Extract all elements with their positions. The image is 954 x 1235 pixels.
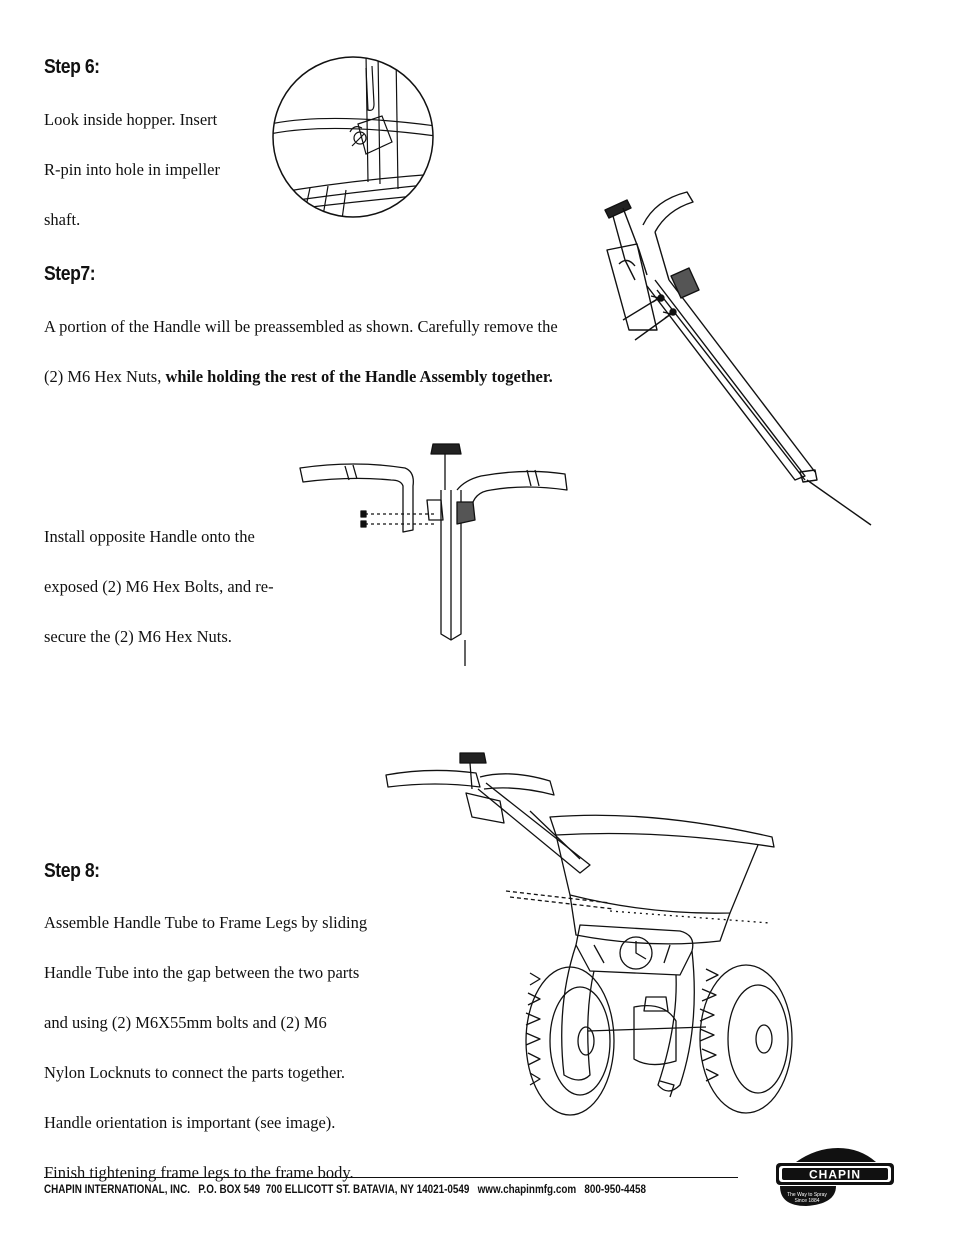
step8-heading: Step 8:	[44, 860, 100, 882]
svg-text:Since 1884: Since 1884	[794, 1198, 819, 1204]
preassembled-handle-illustration	[604, 191, 872, 526]
step7-line2-bold: while holding the rest of the Handle Ass…	[165, 367, 553, 386]
step8-line: Handle orientation is important (see ima…	[44, 1113, 336, 1132]
footer-contact: CHAPIN INTERNATIONAL, INC. P.O. BOX 549 …	[44, 1184, 646, 1196]
step6-line: R-pin into hole in impeller	[44, 160, 220, 179]
step6-line: Look inside hopper. Insert	[44, 110, 218, 129]
step7b-line: Install opposite Handle onto the	[44, 527, 255, 546]
step7-line: A portion of the Handle will be preassem…	[44, 317, 558, 336]
step7b-text: Install opposite Handle onto the exposed…	[44, 499, 274, 674]
step6-text: Look inside hopper. Insert R-pin into ho…	[44, 82, 220, 257]
step7b-line: exposed (2) M6 Hex Bolts, and re-	[44, 577, 274, 596]
step8-line: Finish tightening frame legs to the fram…	[44, 1163, 354, 1182]
step8-line: and using (2) M6X55mm bolts and (2) M6	[44, 1013, 327, 1032]
svg-text:CHAPIN: CHAPIN	[809, 1168, 861, 1182]
step8-text: Assemble Handle Tube to Frame Legs by sl…	[44, 885, 367, 1210]
step7-text: A portion of the Handle will be preassem…	[44, 289, 558, 414]
step8-line: Assemble Handle Tube to Frame Legs by sl…	[44, 913, 368, 932]
footer-divider	[44, 1177, 738, 1178]
step8-line: Nylon Locknuts to connect the parts toge…	[44, 1063, 346, 1082]
step7-line2-regular: (2) M6 Hex Nuts,	[44, 367, 166, 386]
chapin-logo: CHAPIN The Way to Spray Since 1884	[776, 1148, 894, 1206]
opposite-handle-illustration	[299, 443, 568, 666]
step8-line: Handle Tube into the gap between the two…	[44, 963, 360, 982]
step6-line: shaft.	[44, 210, 81, 229]
svg-text:The Way to Spray: The Way to Spray	[787, 1192, 827, 1198]
spreader-assembly-illustration	[385, 752, 793, 1116]
rpin-detail-illustration	[272, 56, 434, 218]
step7-heading: Step7:	[44, 263, 96, 285]
step7-line: (2) M6 Hex Nuts, while holding the rest …	[44, 364, 558, 389]
step6-heading: Step 6:	[44, 56, 100, 78]
step7b-line: secure the (2) M6 Hex Nuts.	[44, 627, 232, 646]
